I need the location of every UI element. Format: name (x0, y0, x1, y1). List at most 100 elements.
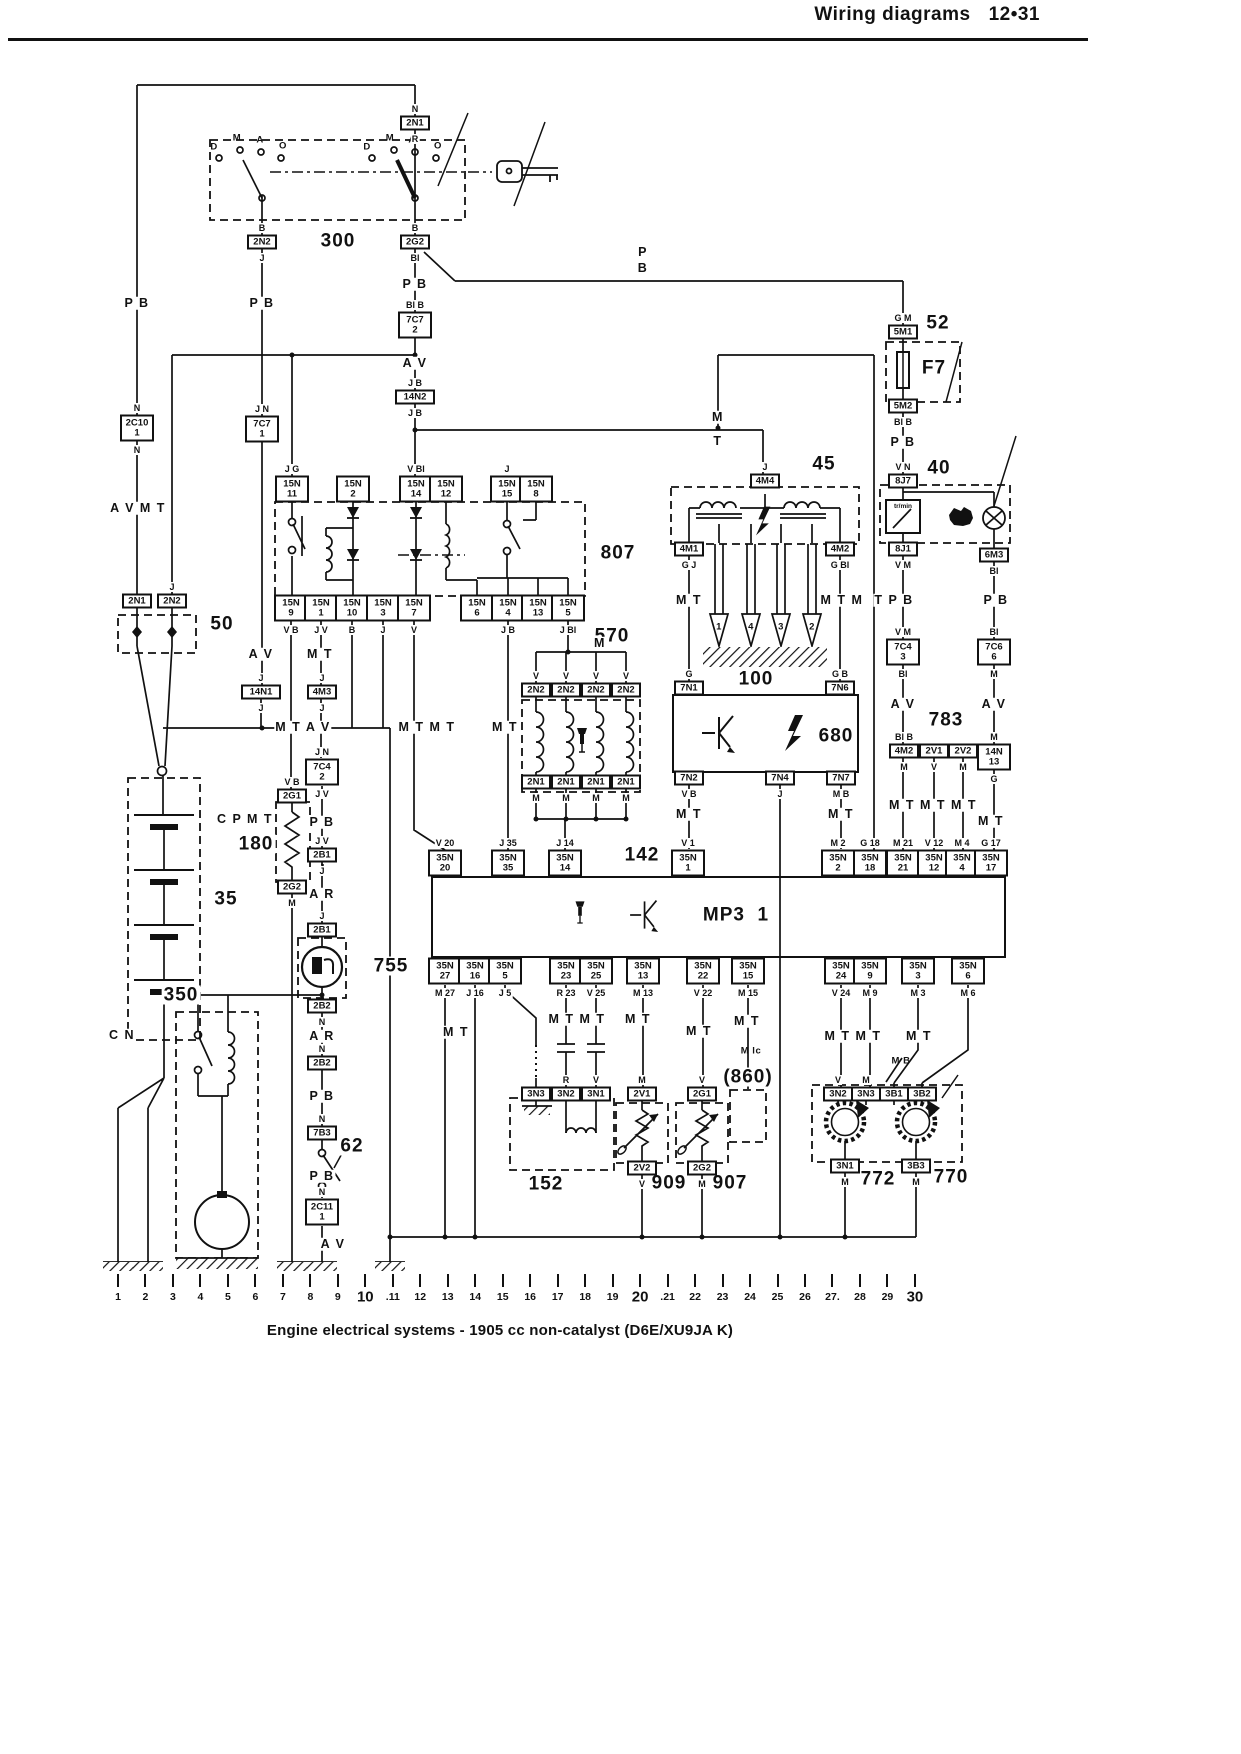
track-number: 28 (854, 1291, 866, 1303)
wire-label: D (363, 141, 371, 153)
connector-pin-label: V M (893, 626, 913, 637)
wire-label: M T M T (397, 719, 457, 734)
track-tick (913, 1274, 916, 1287)
connector-pin-label: V (697, 1074, 707, 1085)
connector-pin-label: R 23 (555, 987, 577, 998)
connector-pin-label: G B (830, 668, 850, 679)
connector-box: 2B1 (307, 922, 337, 938)
track-number: 29 (881, 1291, 894, 1303)
connector-pin-label: J 16 (465, 987, 485, 998)
connector-pin-label: V (833, 1074, 843, 1085)
track-tick (776, 1274, 779, 1287)
connector-pin-label: J B (406, 407, 424, 418)
connector-box: 2N2 (521, 682, 551, 698)
connector-box: 2G2 (400, 234, 430, 250)
component-number: 772 (858, 1168, 898, 1190)
track-tick (886, 1274, 889, 1287)
track-number: 24 (744, 1291, 756, 1303)
connector-box: 3N3 (851, 1086, 881, 1102)
connector-pin-label: M 27 (433, 987, 457, 998)
wire-label: P B (308, 1088, 336, 1103)
wire-label: P B (248, 295, 276, 310)
connector-pin-label: M (840, 1176, 850, 1187)
connector-pin-label: J Bl (558, 624, 578, 635)
connector-pin-label: M 9 (861, 987, 879, 998)
track-tick (281, 1274, 284, 1287)
connector-box: 4M2 (825, 541, 855, 557)
component-number: 180 (236, 833, 276, 855)
connector-pin-label: N (317, 1016, 327, 1027)
wire-label: M T (674, 592, 704, 607)
connector-box: 5M2 (888, 398, 918, 414)
connector-box: 14N1 (241, 684, 281, 700)
connector-pin-label: J B (406, 377, 424, 388)
track-number: 13 (441, 1291, 454, 1303)
wire-label: A R (308, 886, 336, 901)
connector-pin-label: V N (894, 461, 912, 472)
connector-pin-label: Bl (988, 626, 1000, 637)
wire-label: M T (976, 813, 1006, 828)
connector-pin-label: B (410, 222, 420, 233)
component-number: 35 (212, 888, 240, 910)
connector-pin-label: J (168, 581, 176, 592)
track-tick (117, 1274, 119, 1287)
pot-arrowheads (649, 1114, 718, 1122)
wire-label: M T (826, 806, 856, 821)
track-tick (419, 1274, 422, 1287)
connector-pin-label: R (410, 133, 420, 144)
connector-pin-label: J (318, 702, 326, 713)
connector-pin-label: N (317, 1113, 327, 1124)
wire-label: A V (319, 1236, 347, 1251)
connector-box: 7N1 (674, 680, 704, 696)
connector-pin-label: J 14 (555, 837, 575, 848)
connector-pin-label: M (861, 1074, 871, 1085)
engine-block-hatch (703, 647, 827, 667)
connector-box: 7N4 (765, 770, 795, 786)
track-tick (666, 1274, 669, 1287)
connector-pin-label: V 12 (923, 837, 945, 848)
component-number: 807 (598, 542, 638, 564)
page-number: 12•31 (988, 4, 1040, 25)
connector-box: 4M4 (750, 473, 780, 489)
wire-label: M T (490, 719, 520, 734)
track-number: 10 (356, 1288, 374, 1306)
component-number: 680 (816, 725, 856, 747)
track-tick (529, 1274, 532, 1287)
connector-pin-label: V 1 (680, 837, 696, 848)
connector-box: 7N2 (674, 770, 704, 786)
wire-label: M T (904, 1028, 934, 1043)
connector-pin-label: M 6 (959, 987, 977, 998)
track-number: 14 (469, 1291, 482, 1303)
connector-box: 2N2 (551, 682, 581, 698)
track-number: 23 (716, 1291, 729, 1303)
warning-lamp (982, 506, 1006, 530)
wire-label: T (712, 433, 724, 448)
connector-pin-label: M 4 (953, 837, 971, 848)
wire-label: tr/min (893, 502, 913, 510)
wire-label: M T M T (823, 1028, 883, 1043)
sensor-ground-hatch (524, 1106, 550, 1115)
track-tick (694, 1274, 697, 1287)
connector-pin-label: G (684, 668, 694, 679)
connector-pin-label: V (531, 670, 541, 681)
connector-pin-label: V (409, 624, 419, 635)
connector-pin-label: M 21 (891, 837, 915, 848)
connector-pin-label: Bl (409, 252, 421, 263)
wire-label: A V (247, 646, 275, 661)
spark-plug-arrows (708, 613, 823, 650)
connector-box: 7B3 (307, 1125, 337, 1141)
connector-box: 4M1 (674, 541, 704, 557)
connector-box: 2N1 (400, 115, 430, 131)
connector-pin-label: B (347, 624, 357, 635)
connector-pin-label: R (561, 1074, 571, 1085)
